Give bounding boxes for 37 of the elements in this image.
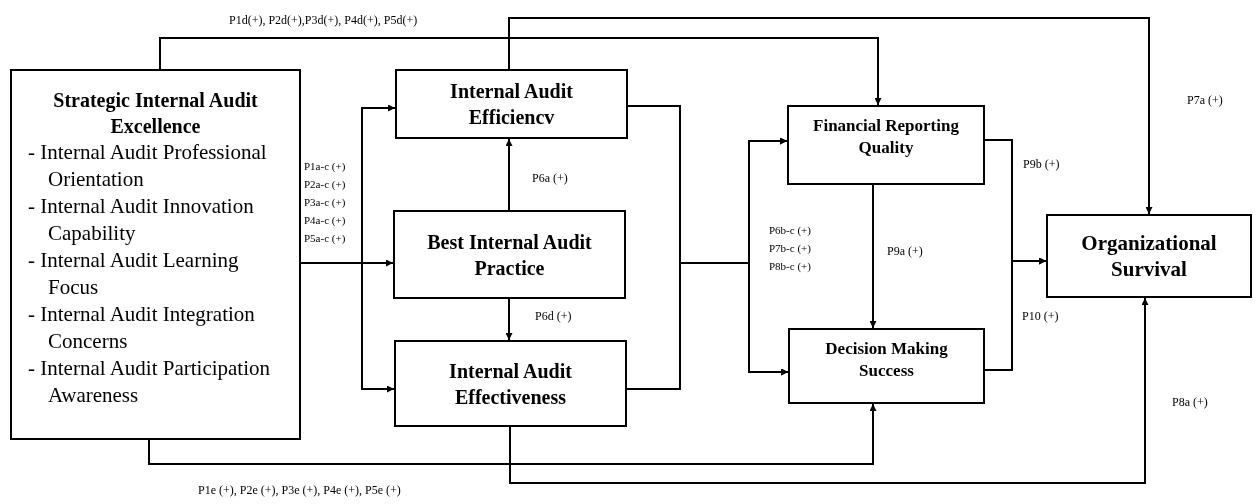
dimension-item: - Internal Audit Integration Concerns bbox=[27, 301, 256, 355]
construct-box bbox=[788, 328, 985, 404]
construct-title: Strategic Internal Audit Excellence bbox=[52, 88, 259, 139]
construct-box bbox=[395, 69, 628, 139]
edge-label: P7a (+) bbox=[1186, 92, 1224, 108]
construct-label: Organizational Survival bbox=[1080, 230, 1218, 282]
construct-label: Financial Reporting Quality bbox=[812, 115, 960, 159]
edge-label: P9b (+) bbox=[1022, 156, 1061, 172]
arrow bbox=[505, 298, 513, 341]
arrow bbox=[508, 17, 1153, 215]
dimension-item: - Internal Audit Innovation Capability bbox=[27, 193, 255, 247]
construct-box bbox=[394, 340, 627, 427]
edge-label: P1d(+), P2d(+),P3d(+), P4d(+), P5d(+) bbox=[228, 12, 419, 28]
arrow bbox=[159, 37, 882, 106]
arrow bbox=[869, 184, 877, 329]
edge-label: P8a (+) bbox=[1171, 394, 1209, 410]
construct-box bbox=[393, 210, 626, 299]
arrow bbox=[148, 403, 877, 465]
construct-box bbox=[10, 69, 301, 440]
dimension-item: - Internal Audit Professional Orientation bbox=[27, 139, 268, 193]
arrow bbox=[509, 297, 1149, 484]
arrow bbox=[505, 138, 513, 211]
construct-label: Internal Audit Effectiveness bbox=[448, 358, 573, 410]
construct-label: Best Internal Audit Practice bbox=[426, 229, 593, 281]
edge-label: P6d (+) bbox=[534, 308, 573, 324]
edge-label: P1e (+), P2e (+), P3e (+), P4e (+), P5e (+) bbox=[197, 482, 402, 498]
arrow bbox=[984, 257, 1047, 371]
construct-label: Decision Making Success bbox=[824, 338, 949, 382]
dimension-item: - Internal Audit Participation Awareness bbox=[27, 355, 272, 409]
construct-box bbox=[787, 105, 985, 185]
dimension-item: - Internal Audit Learning Focus bbox=[27, 247, 240, 301]
arrow bbox=[300, 262, 395, 393]
edge-label: P9a (+) bbox=[886, 243, 924, 259]
edge-label: P6a (+) bbox=[531, 170, 569, 186]
edge-label: P10 (+) bbox=[1021, 308, 1060, 324]
construct-label: Internal Audit Efficiencv bbox=[449, 79, 574, 130]
construct-box bbox=[1046, 214, 1252, 298]
